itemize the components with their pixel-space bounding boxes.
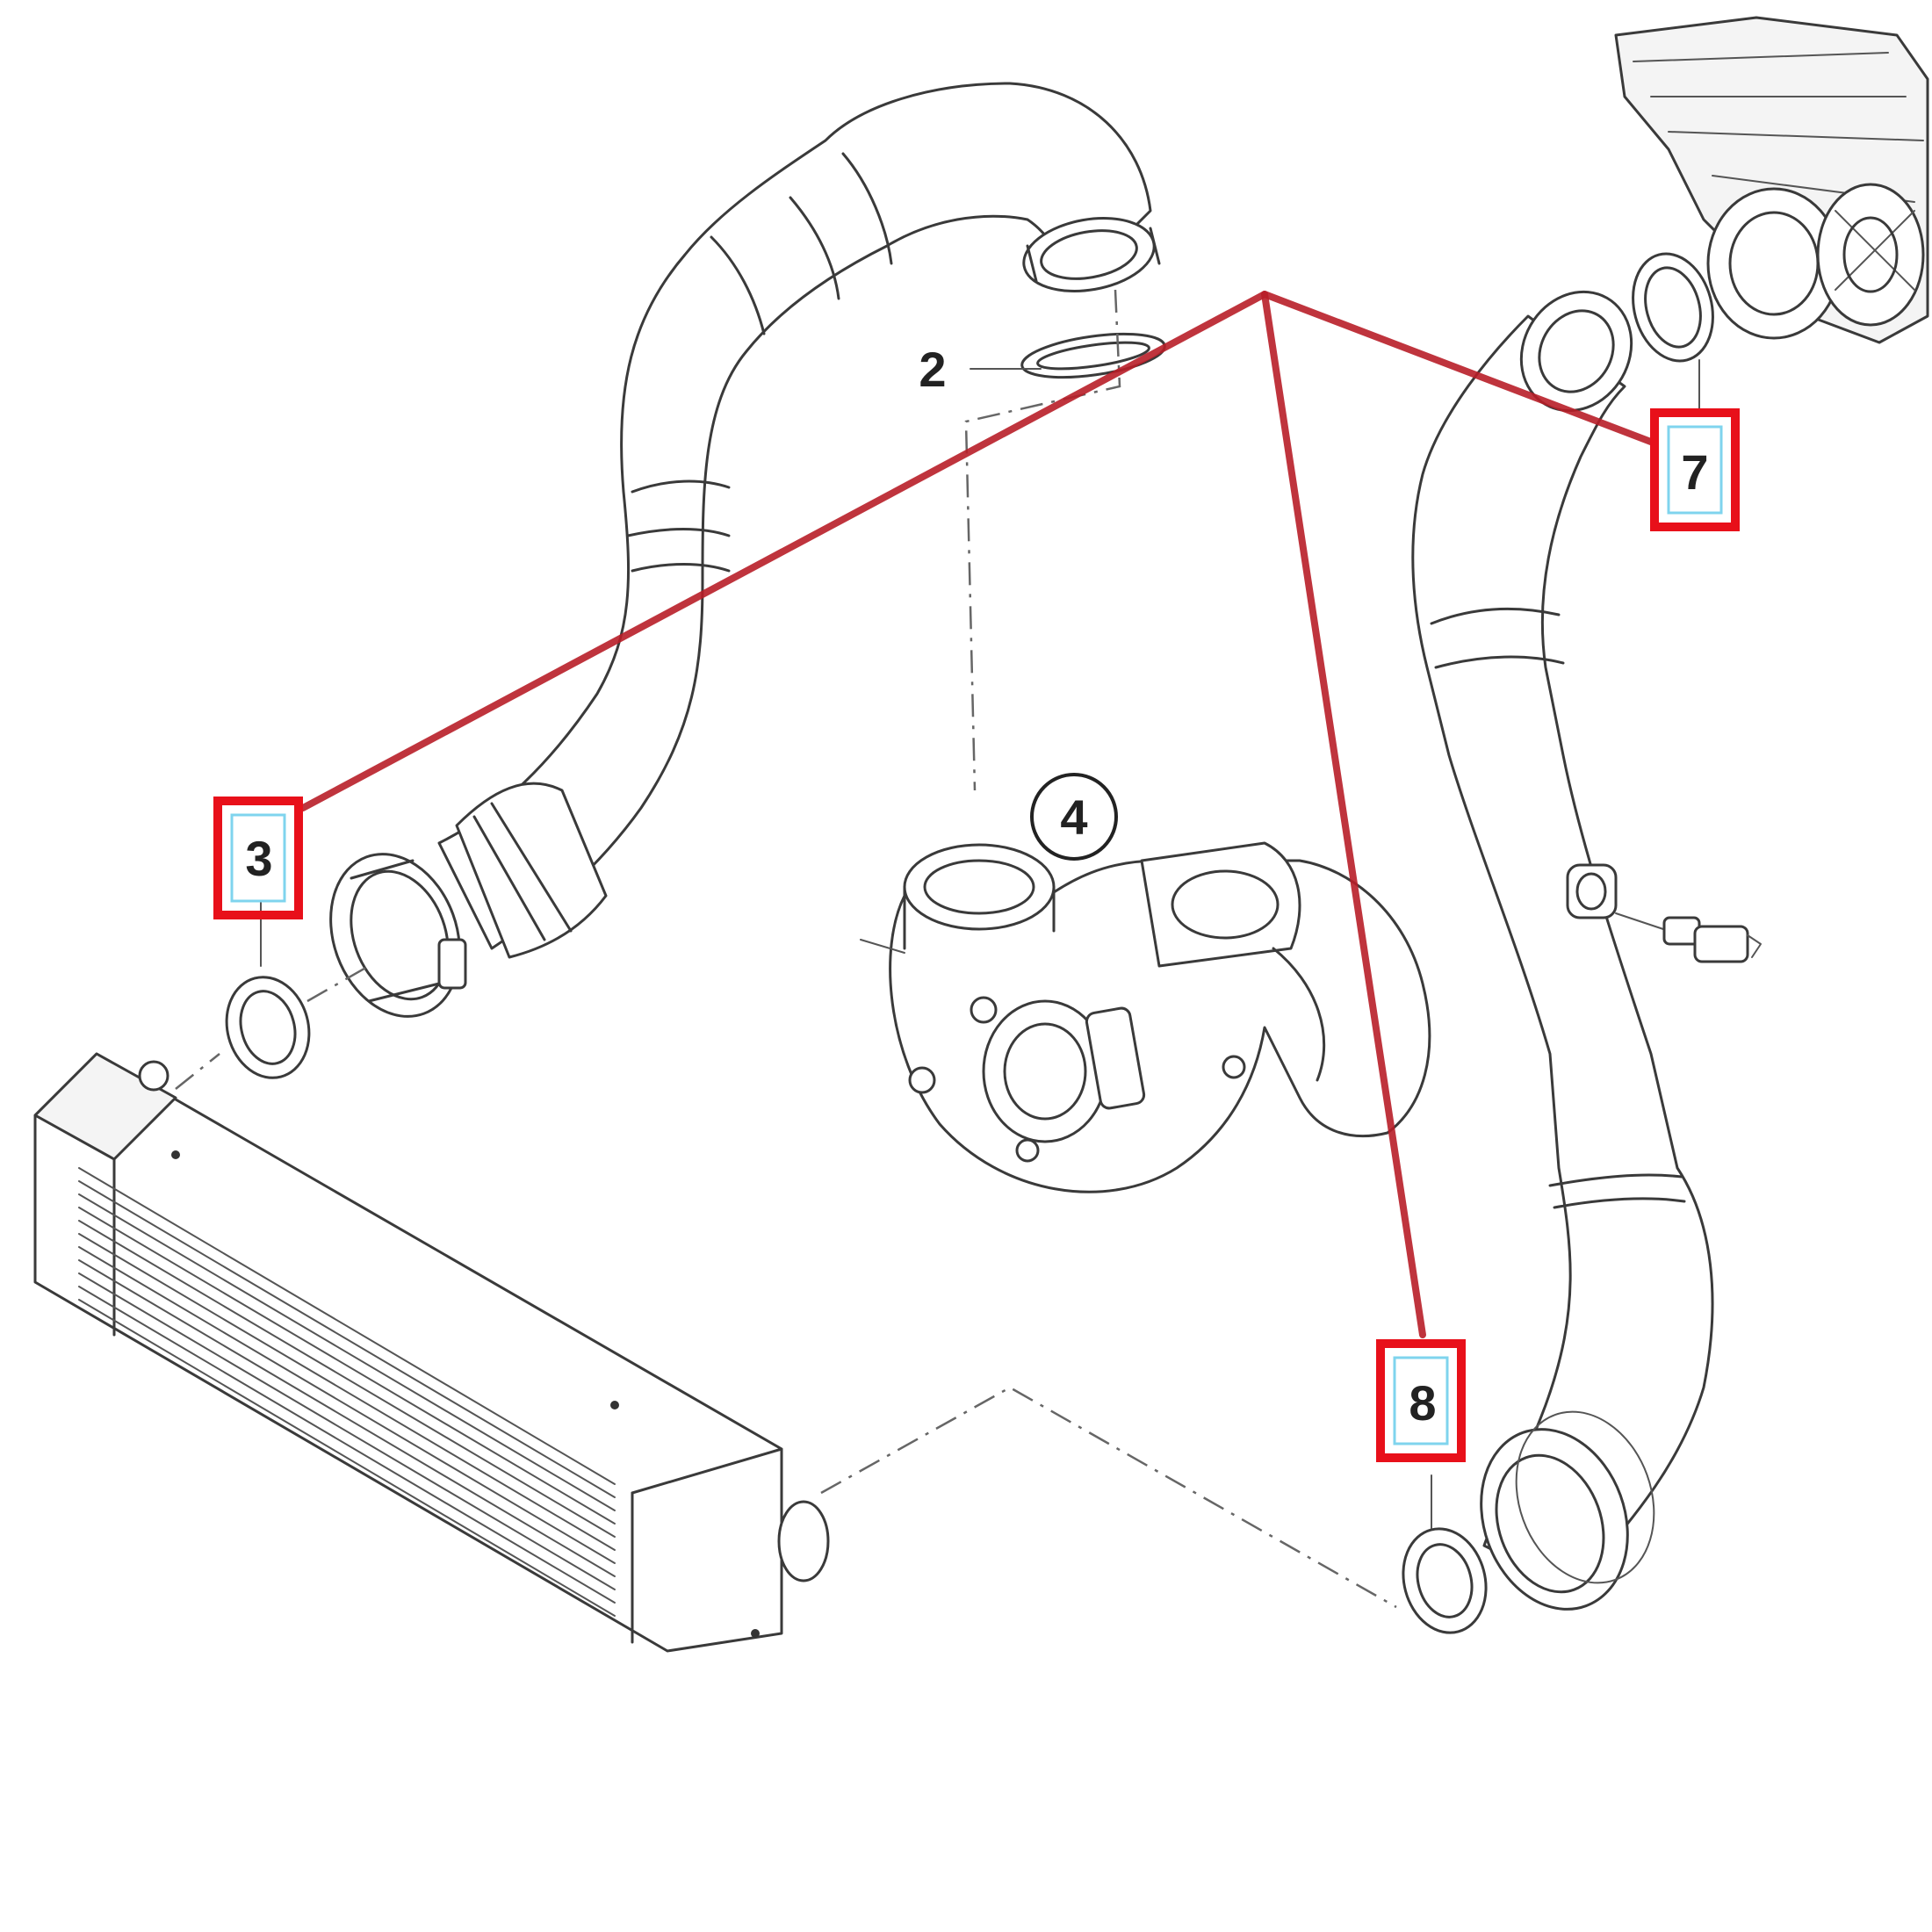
part-8-highlight-box <box>1376 1339 1466 1462</box>
charge-pipe-left <box>437 82 1161 959</box>
part-8-label: 8 <box>1409 1375 1436 1431</box>
part-8-callout[interactable]: 8 <box>1376 1339 1466 1462</box>
hose-clamp-3 <box>329 853 467 1018</box>
part-3-highlight-box <box>213 797 303 919</box>
part-7-callout[interactable]: 7 <box>1650 408 1740 531</box>
gasket-ring-3 <box>175 895 370 1090</box>
highlight-connector-lines <box>299 291 1659 1338</box>
intercooler-illustration <box>33 1052 830 1653</box>
part-2-callout: 2 <box>919 342 946 397</box>
part-3-callout[interactable]: 3 <box>213 797 303 919</box>
turbocharger-illustration <box>860 841 1431 1193</box>
pressure-sensor <box>1615 912 1762 963</box>
part-4-label: 4 <box>1060 789 1087 845</box>
charge-pipe-right <box>1411 290 1714 1611</box>
gasket-ring-7 <box>1632 252 1714 414</box>
part-7-highlight-box <box>1650 408 1740 531</box>
part-2-label: 2 <box>919 342 946 397</box>
intake-manifold-illustration <box>1614 16 1929 344</box>
part-4-callout: 4 <box>1030 773 1118 861</box>
part-7-label: 7 <box>1681 444 1708 500</box>
part-3-label: 3 <box>245 831 272 886</box>
gasket-ring-8 <box>1402 1474 1488 1634</box>
assembly-dash-line <box>820 1386 1397 1609</box>
